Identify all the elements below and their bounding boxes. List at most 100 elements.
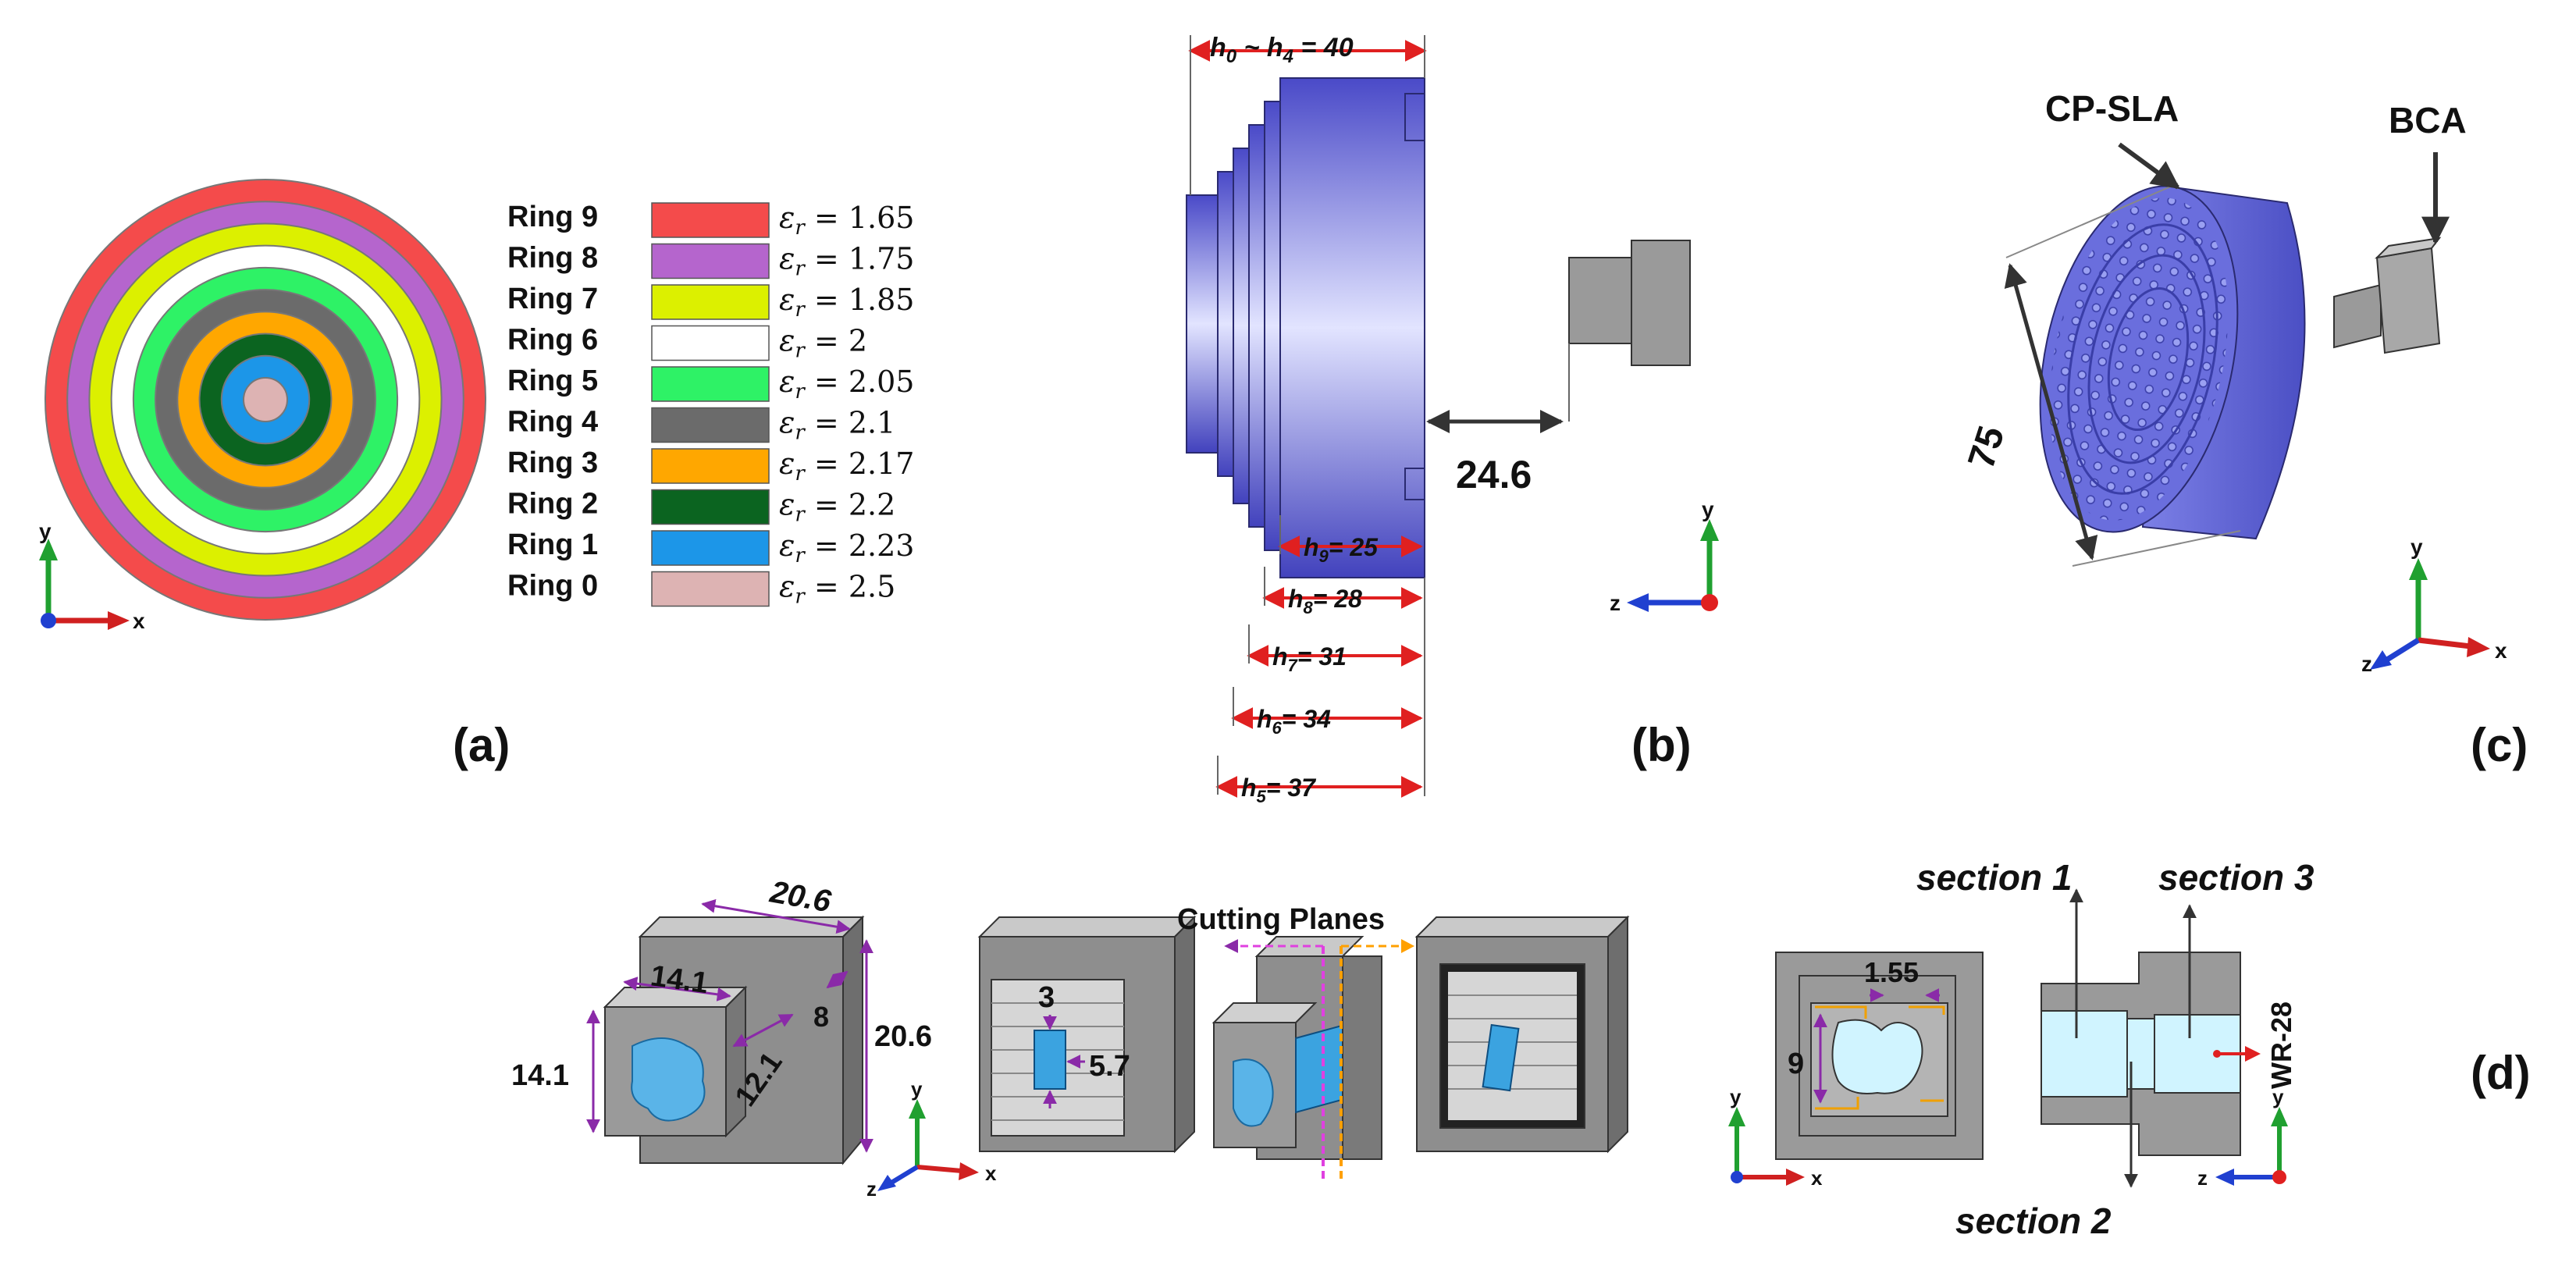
dim-14-1-top: 14.1: [649, 959, 710, 1000]
section-2-label: section 2: [1955, 1201, 2112, 1241]
bca-label: BCA: [2389, 100, 2467, 141]
legend-color-swatch: [651, 448, 770, 484]
legend-ring-label: Ring 9: [507, 201, 598, 233]
axis-triad-b: y z: [1610, 497, 1719, 615]
axis-triad-a: y x: [39, 519, 145, 633]
bca-3d: [2333, 237, 2442, 354]
legend-permittivity: εr = 1.75: [779, 242, 914, 281]
h-top-letter: h: [1210, 33, 1226, 62]
legend-ring-label: Ring 2: [507, 488, 598, 521]
dim-3: 3: [1038, 981, 1055, 1014]
legend-ring-label: Ring 7: [507, 283, 598, 315]
axis-x-label: x: [2495, 639, 2507, 663]
dim-14-1-side: 14.1: [511, 1059, 569, 1092]
axis-z-label: z: [866, 1177, 877, 1201]
h-top-sub-a: 0: [1226, 46, 1237, 67]
legend-ring-label: Ring 0: [507, 570, 598, 603]
legend-ring-label: Ring 1: [507, 528, 598, 561]
axis-x-label: x: [985, 1162, 997, 1185]
legend-color-swatch: [651, 571, 770, 607]
axis-x-label: x: [133, 609, 145, 633]
legend-ring-label: Ring 5: [507, 365, 598, 397]
section-1-label: section 1: [1916, 857, 2072, 898]
cp-sla-label: CP-SLA: [2045, 88, 2179, 129]
legend-permittivity: εr = 2.17: [779, 446, 914, 486]
stepped-lens: [1186, 77, 1425, 578]
legend-ring-label: Ring 8: [507, 242, 598, 275]
legend-color-swatch: [651, 489, 770, 525]
panel-label-b: (b): [1631, 719, 1692, 771]
dim-5-7: 5.7: [1089, 1050, 1130, 1083]
dim-9: 9: [1788, 1048, 1804, 1080]
legend-ring-label: Ring 6: [507, 324, 598, 357]
legend-color-swatch: [651, 243, 770, 279]
axis-triad-d2: y x: [1728, 1085, 1823, 1190]
h-dimension-label: h7= 31: [1272, 642, 1347, 675]
h-top-value: = 40: [1293, 33, 1354, 62]
h-top-tilde: ~ h: [1236, 33, 1283, 62]
bca-front-section: [1775, 952, 1984, 1160]
legend-color-swatch: [651, 407, 770, 443]
section-3-label: section 3: [2158, 857, 2314, 898]
axis-z-label: z: [2197, 1166, 2208, 1190]
panel-d: 20.6 14.1 8 20.6 14.1 12.1 y x z: [511, 857, 2531, 1241]
legend-color-swatch: [651, 284, 770, 320]
bca-model-dimensioned: [603, 915, 865, 1165]
h-dimension-label: h8= 28: [1288, 585, 1362, 617]
legend-permittivity: εr = 2.1: [779, 406, 895, 445]
ring-0: [243, 377, 288, 422]
axis-y-label: y: [1702, 497, 1714, 521]
h-dimension-label: h9= 25: [1304, 533, 1379, 566]
legend-permittivity: εr = 2.5: [779, 570, 895, 609]
legend-permittivity: εr = 1.65: [779, 201, 914, 240]
bca-model-cut: [1212, 936, 1382, 1160]
h-dimension-label: h5= 37: [1241, 774, 1317, 806]
axis-y-label: y: [39, 519, 52, 543]
legend-ring-label: Ring 4: [507, 406, 598, 439]
legend-permittivity: εr = 2.2: [779, 488, 895, 527]
axis-triad-d3: y z: [2197, 1085, 2288, 1190]
panel-c: 75 CP-SLA BCA y x z (c): [1961, 88, 2528, 771]
axis-triad-c: y x z: [2361, 535, 2507, 676]
legend-ring-label: Ring 3: [507, 446, 598, 479]
cp-sla-lens-3d: [2039, 185, 2306, 540]
wr28-label: WR-28: [2265, 1002, 2297, 1089]
cutting-planes-label: Cutting Planes: [1177, 903, 1385, 936]
bca-model-section-front: [977, 915, 1197, 1154]
gap-dimension: 24.6: [1456, 453, 1532, 496]
dim-8: 8: [813, 1001, 829, 1033]
panel-label-c: (c): [2471, 719, 2528, 771]
legend-color-swatch: [651, 530, 770, 566]
h-dimensions: h9= 25 h8= 28 h7= 31 h6= 34 h5= 37: [1215, 515, 1423, 806]
h-top-sub-b: 4: [1283, 46, 1293, 67]
axis-y-label: y: [1730, 1085, 1742, 1108]
axis-y-label: y: [911, 1077, 923, 1101]
legend-permittivity: εr = 2.23: [779, 528, 914, 567]
dim-20-6-top: 20.6: [767, 874, 834, 919]
h-dimension-label: h6= 34: [1257, 705, 1331, 738]
dim-20-6-side: 20.6: [874, 1020, 932, 1053]
legend-permittivity: εr = 2.05: [779, 365, 914, 404]
legend-color-swatch: [651, 325, 770, 361]
panel-b: h0 ~ h4 = 40 h9= 25 h8= 28 h7= 31 h6= 34 h5=…: [1186, 33, 1719, 806]
axis-y-label: y: [2272, 1085, 2284, 1108]
legend-color-swatch: [651, 202, 770, 238]
diameter-dimension: 75: [1961, 422, 2013, 474]
dim-1-55: 1.55: [1864, 956, 1919, 988]
bca-side-view: [1568, 240, 1691, 366]
axis-x-label: x: [1811, 1166, 1823, 1190]
concentric-rings: [44, 179, 486, 621]
panel-label-a: (a): [453, 719, 510, 771]
bca-model-framed: [1414, 915, 1630, 1154]
legend-permittivity: εr = 2: [779, 324, 867, 363]
panel-label-d: (d): [2471, 1047, 2531, 1099]
legend-permittivity: εr = 1.85: [779, 283, 914, 322]
axis-z-label: z: [2361, 652, 2372, 676]
axis-z-label: z: [1610, 591, 1621, 615]
legend-color-swatch: [651, 366, 770, 402]
axis-triad-d1: y x z: [866, 1077, 997, 1201]
svg-text:h0 ~ h4 = 40: h0 ~ h4 = 40: [1210, 33, 1354, 67]
